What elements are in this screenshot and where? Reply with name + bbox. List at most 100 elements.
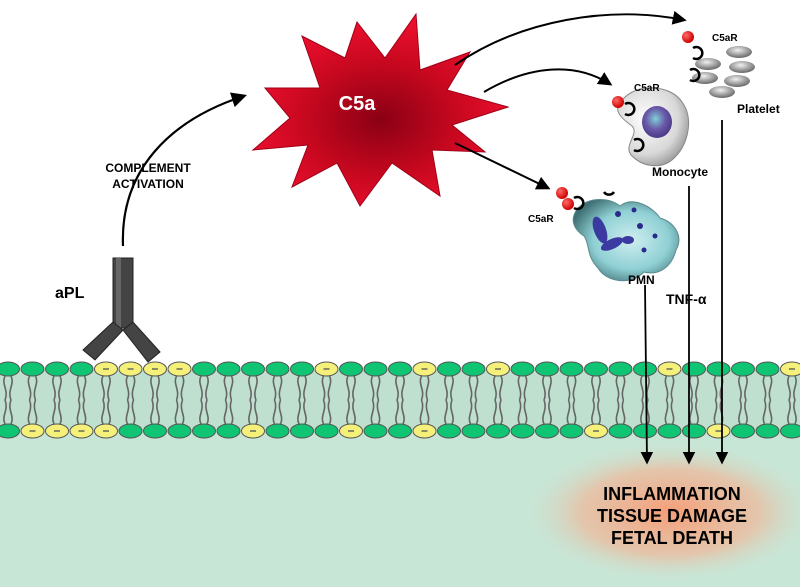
monocyte-cell (617, 87, 690, 167)
lipid-head (510, 423, 535, 439)
lipid-tail (615, 399, 626, 425)
lipid-head (706, 361, 731, 377)
lipid-head (510, 361, 535, 377)
lipid-tail (444, 399, 454, 425)
lipid-tail (248, 375, 258, 401)
lipid-head (363, 361, 388, 377)
c5ar-pmn-label: C5aR (528, 214, 554, 225)
lipid-head (731, 361, 755, 377)
lipid-head (731, 423, 755, 439)
lipid-tail (468, 375, 479, 401)
lipid-tail (297, 399, 307, 425)
lipid-tail (174, 399, 185, 425)
lipid-head (143, 423, 167, 439)
lipid-tail (174, 375, 185, 401)
lipid-head (559, 423, 584, 439)
lipid-tail (566, 399, 577, 425)
arrow-apl-to-c5a (121, 92, 247, 247)
lipid-tail (272, 375, 283, 401)
lipid-tail (101, 399, 111, 425)
lipid-head (216, 361, 241, 377)
lipid-tail (787, 375, 797, 401)
platelet-label: Platelet (737, 102, 780, 116)
lipid-tail (689, 375, 699, 401)
lipid-head (755, 423, 780, 439)
lipid-tail (3, 375, 13, 401)
lipid-tail (3, 399, 13, 425)
pmn-label: PMN (628, 273, 655, 287)
lipid-head (265, 361, 290, 377)
arrow-c5a-to-monocyte (483, 68, 613, 93)
lipid-tail (640, 375, 650, 401)
cell-membrane (0, 361, 800, 439)
lipid-head (69, 361, 94, 377)
outcome-fetal-death: FETAL DEATH (611, 528, 733, 548)
lipid-tail (27, 399, 38, 425)
lipid-tail (762, 399, 773, 425)
lipid-head (20, 361, 45, 377)
lipid-head (608, 361, 633, 377)
lipid-tail (321, 399, 332, 425)
lipid-head (461, 423, 486, 439)
lipid-head (657, 423, 682, 439)
arrow-c5a-to-pmn (454, 142, 551, 190)
complement-activation-label-line1: COMPLEMENT (105, 161, 191, 175)
lipid-tail (52, 399, 62, 425)
lipid-tail (199, 399, 209, 425)
lipid-head (584, 361, 608, 377)
lipid-tail (419, 375, 430, 401)
tnf-alpha-label: TNF-α (666, 291, 707, 307)
lipid-tail (199, 375, 209, 401)
lipid-head (535, 423, 559, 439)
lipid-head (388, 423, 412, 439)
lipid-head (682, 361, 706, 377)
lipid-tail (493, 375, 503, 401)
lipid-tail (150, 375, 160, 401)
lipid-tail (321, 375, 332, 401)
monocyte-label: Monocyte (652, 165, 708, 179)
lipid-head (780, 423, 800, 439)
lipid-tail (395, 375, 405, 401)
complement-activation-label-line2: ACTIVATION (112, 177, 184, 191)
lipid-tail (738, 375, 748, 401)
lipid-tail (76, 399, 87, 425)
lipid-tail (223, 375, 234, 401)
lipid-tail (762, 375, 773, 401)
lipid-tail (346, 375, 356, 401)
lipid-tail (419, 399, 430, 425)
arrow-c5a-to-platelet (454, 10, 687, 66)
lipid-tail (150, 399, 160, 425)
lipid-tail (223, 399, 234, 425)
lipid-tail (542, 399, 552, 425)
lipid-head (388, 361, 412, 377)
lipid-head (363, 423, 388, 439)
lipid-head (437, 423, 461, 439)
lipid-tail (297, 375, 307, 401)
c5a-ligand-pmn-1 (556, 187, 568, 199)
lipid-tail (468, 399, 479, 425)
lipid-head (290, 361, 314, 377)
lipid-head (45, 361, 69, 377)
lipid-tail (640, 399, 650, 425)
lipid-tail (52, 375, 62, 401)
lipid-head (265, 423, 290, 439)
lipid-head (290, 423, 314, 439)
c5a-ligand-monocyte (612, 96, 624, 108)
c5a-label: C5a (339, 93, 377, 115)
lipid-tail (272, 399, 283, 425)
lipid-head (535, 361, 559, 377)
lipid-tail (444, 375, 454, 401)
lipid-head (437, 361, 461, 377)
lipid-tail (615, 375, 626, 401)
lipid-head (633, 423, 657, 439)
outcome-tissue-damage: TISSUE DAMAGE (597, 506, 747, 526)
arrow-pmn-to-outcome (640, 284, 654, 465)
apl-label: aPL (55, 285, 85, 302)
lipid-head (682, 423, 706, 439)
outcome-inflammation: INFLAMMATION (603, 484, 741, 504)
lipid-tail (346, 399, 356, 425)
c5a-ligand-platelet (682, 31, 694, 43)
lipid-tail (493, 399, 503, 425)
lipid-tail (517, 399, 528, 425)
